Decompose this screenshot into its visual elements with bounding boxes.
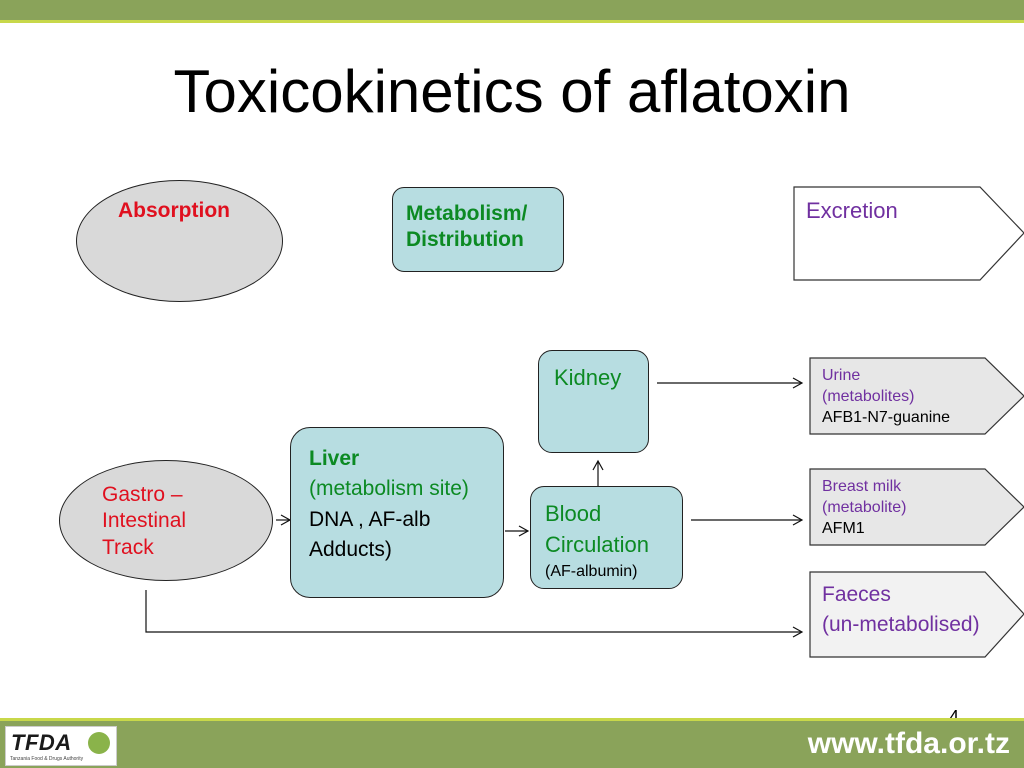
footer-url[interactable]: www.tfda.or.tz	[807, 727, 1010, 760]
liver-box	[290, 427, 504, 598]
excretion-shape	[793, 186, 1024, 281]
breast-milk-shape	[809, 468, 1024, 546]
logo-text: TFDA	[11, 730, 72, 755]
breast-milk-line1: Breast milk	[822, 478, 902, 495]
faeces-line2: (un-metabolised)	[822, 613, 980, 637]
faeces-label: Faeces (un-metabolised)	[822, 580, 980, 641]
gastro-line3: Track	[102, 535, 154, 559]
breast-milk-label: Breast milk (metabolite) AFM1	[822, 477, 906, 539]
liver-title: Liver	[309, 447, 360, 470]
tfda-logo: TFDA Tanzania Food & Drugs Authority	[5, 726, 117, 766]
metabolism-line1: Metabolism/	[406, 202, 528, 225]
urine-shape	[809, 357, 1024, 435]
faeces-line1: Faeces	[822, 583, 891, 606]
page-number: 4	[949, 707, 960, 727]
urine-label: Urine (metabolites) AFB1-N7-guanine	[822, 366, 950, 428]
liver-line4: Adducts)	[309, 538, 392, 562]
excretion-label: Excretion	[806, 198, 898, 223]
gastro-label: Gastro – Intestinal Track	[102, 482, 186, 561]
gastro-line2: Intestinal	[102, 509, 187, 533]
liver-label: Liver (metabolism site) DNA , AF-alb Add…	[309, 444, 469, 566]
breast-milk-line3: AFM1	[822, 519, 865, 537]
urine-line2: (metabolites)	[822, 387, 915, 405]
urine-line1: Urine	[822, 367, 861, 384]
kidney-box	[538, 350, 649, 453]
absorption-ellipse	[76, 180, 283, 302]
urine-line3: AFB1-N7-guanine	[822, 408, 951, 426]
blood-line1: Blood	[545, 501, 602, 526]
breast-milk-line2: (metabolite)	[822, 498, 907, 516]
absorption-label: Absorption	[118, 199, 230, 222]
kidney-label: Kidney	[554, 365, 622, 390]
liver-subtitle: (metabolism site)	[309, 477, 469, 501]
faeces-shape	[809, 571, 1024, 658]
metabolism-line2: Distribution	[406, 228, 524, 252]
blood-line3: (AF-albumin)	[545, 562, 638, 580]
top-banner	[0, 0, 1024, 20]
gastro-line1: Gastro –	[102, 483, 183, 506]
top-accent-line	[0, 20, 1024, 23]
liver-line3: DNA , AF-alb	[309, 507, 431, 531]
blood-label: Blood Circulation (AF-albumin)	[545, 499, 649, 583]
footer-banner	[0, 721, 1024, 768]
slide-title: Toxicokinetics of aflatoxin	[173, 58, 851, 125]
arrow-gastro-faeces	[145, 590, 804, 638]
footer-accent-line	[0, 718, 1024, 721]
leaf-icon	[88, 732, 110, 754]
metabolism-label: Metabolism/ Distribution	[406, 201, 527, 254]
metabolism-box	[392, 187, 564, 272]
logo-subtext: Tanzania Food & Drugs Authority	[10, 756, 84, 762]
gastro-ellipse	[59, 460, 273, 581]
blood-line2: Circulation	[545, 531, 649, 557]
blood-box	[530, 486, 683, 589]
